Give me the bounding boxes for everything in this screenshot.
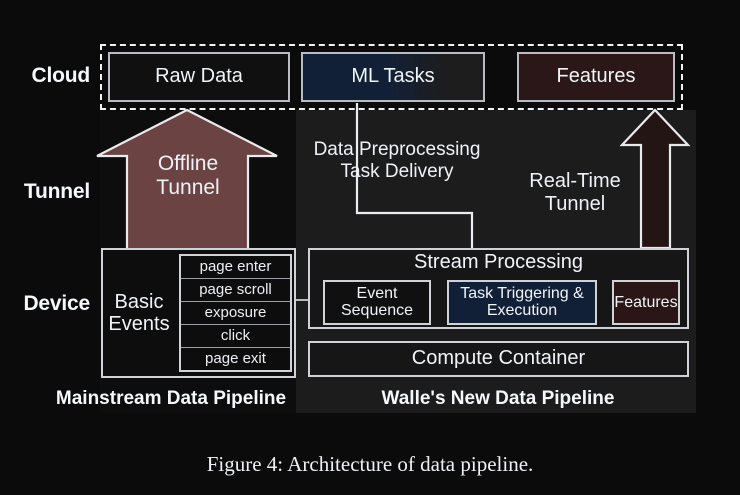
pipeline-label-walle: Walle's New Data Pipeline [381, 388, 615, 409]
list-item[interactable]: page enter [181, 256, 290, 279]
cloud-box-ml-tasks[interactable]: ML Tasks [301, 52, 485, 102]
device-box-stream-processing[interactable]: Stream Processing Event Sequence Task Tr… [308, 248, 689, 329]
list-item[interactable]: click [181, 325, 290, 348]
cloud-layer-boundary [100, 44, 683, 110]
device-box-compute-container[interactable]: Compute Container [308, 341, 689, 377]
list-item[interactable]: page scroll [181, 279, 290, 302]
cloud-box-raw-data[interactable]: Raw Data [108, 52, 290, 102]
device-box-event-sequence[interactable]: Event Sequence [323, 280, 431, 325]
cloud-box-features[interactable]: Features [517, 52, 675, 102]
data-preprocessing-label: Data Preprocessing Task Delivery [313, 139, 481, 182]
basic-events-list: page enter page scroll exposure click pa… [179, 254, 292, 372]
device-box-task-triggering[interactable]: Task Triggering & Execution [447, 280, 597, 325]
pipeline-label-mainstream: Mainstream Data Pipeline [55, 388, 287, 409]
device-box-basic-events[interactable]: Basic Events page enter page scroll expo… [101, 248, 296, 378]
stream-processing-title: Stream Processing [414, 251, 583, 273]
list-item[interactable]: page exit [205, 349, 266, 367]
basic-events-label: Basic Events [108, 291, 170, 335]
row-label-cloud: Cloud [31, 64, 91, 87]
device-box-features[interactable]: Features [612, 280, 680, 325]
list-item[interactable]: exposure [181, 302, 290, 325]
figure-caption: Figure 4: Architecture of data pipeline. [206, 452, 534, 476]
realtime-tunnel-label: Real-Time Tunnel [529, 170, 621, 215]
row-label-device: Device [23, 292, 90, 315]
offline-tunnel-label: Offline Tunnel [156, 152, 220, 200]
row-label-tunnel: Tunnel [23, 180, 90, 203]
